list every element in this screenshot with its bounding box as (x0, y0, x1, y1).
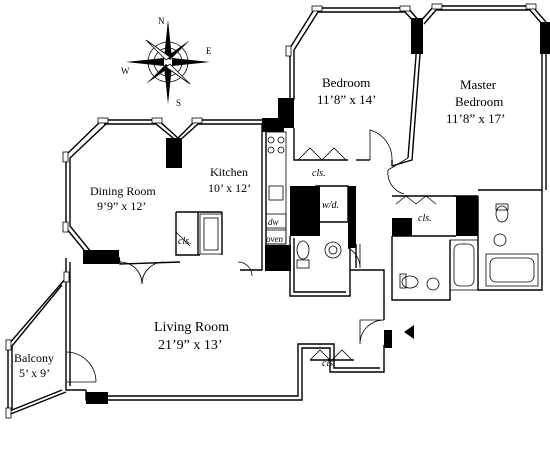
balcony-label: Balcony (14, 351, 54, 365)
bedroom-dims: 11’8” x 14’ (317, 92, 376, 107)
door-swings (65, 129, 437, 383)
kitchen-fixtures (199, 131, 287, 255)
washer-dryer-label: w/d. (322, 200, 339, 211)
balcony-dims: 5’ x 9’ (19, 366, 50, 380)
closet-label-bedroom: cls. (312, 168, 326, 179)
living-dims: 21’9” x 13’ (158, 338, 223, 353)
master-dims: 11’8” x 17’ (446, 111, 505, 126)
master-label-line1: Master (460, 77, 497, 92)
entrance-arrow (404, 325, 414, 339)
living-label: Living Room (154, 320, 229, 335)
closet-label-living: cls. (322, 358, 336, 369)
dining-dims: 9’9” x 12’ (97, 199, 146, 213)
kitchen-dims: 10’ x 12’ (208, 181, 251, 195)
compass-north-label: N (158, 16, 165, 26)
interior-walls (118, 22, 542, 361)
room-labels: Bedroom 11’8” x 14’ Master Bedroom 11’8”… (14, 75, 505, 380)
kitchen-label: Kitchen (210, 165, 248, 179)
compass-west-label: W (121, 66, 130, 76)
dishwasher-label: dw (268, 217, 279, 227)
closet-label-master: cls. (418, 213, 432, 224)
compass-east-label: E (206, 46, 212, 56)
master-label-line2: Bedroom (455, 94, 503, 109)
oven-label: oven (266, 234, 283, 244)
bathroom-fixtures (296, 203, 539, 291)
fixture-labels: cls. cls. cls. cls. w/d. dw oven (178, 168, 432, 369)
compass-south-label: S (176, 98, 181, 108)
compass-rose: N E S W (121, 16, 212, 108)
closet-label-dining: cls. (178, 236, 192, 247)
window-markers (5, 3, 537, 419)
dining-label: Dining Room (90, 184, 156, 198)
bedroom-label: Bedroom (322, 75, 370, 90)
